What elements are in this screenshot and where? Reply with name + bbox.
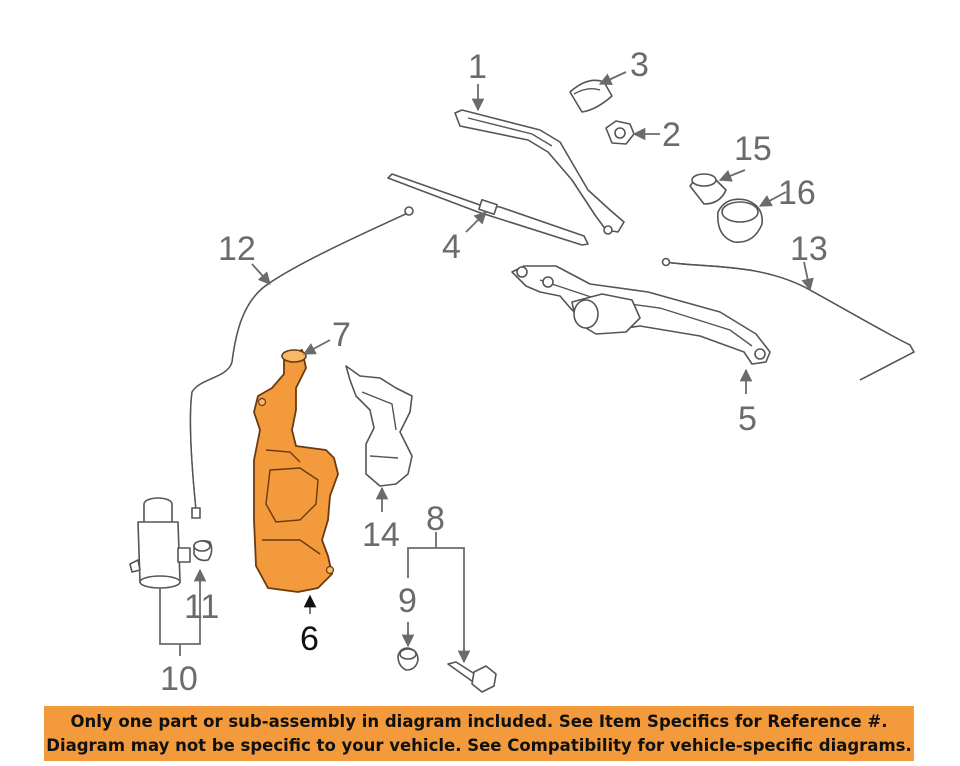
parts-diagram: 1 2 3 4 5 6 7 8 9 10 11 12 13 14 15 16: [129, 46, 915, 698]
callout-9: 9: [398, 582, 417, 620]
callout-13: 13: [790, 230, 828, 268]
callout-7: 7: [332, 316, 351, 354]
disclaimer-line-2: Diagram may not be specific to your vehi…: [46, 735, 912, 755]
callout-6: 6: [300, 620, 319, 658]
reservoir-bracket: [345, 365, 413, 487]
wiper-arm: [454, 109, 625, 235]
disclaimer-line-1: Only one part or sub-assembly in diagram…: [70, 711, 888, 731]
wiper-motor-linkage: [511, 265, 771, 365]
callout-3: 3: [630, 46, 649, 84]
callout-11: 11: [184, 588, 219, 626]
callout-5: 5: [738, 400, 757, 438]
mounting-bolt: [447, 661, 497, 693]
washer-hose-front: [189, 206, 414, 519]
disclaimer-banner: Only one part or sub-assembly in diagram…: [44, 706, 914, 761]
pivot-cap: [689, 173, 727, 205]
callout-1: 1: [468, 48, 487, 86]
callout-2: 2: [662, 116, 681, 154]
callout-4: 4: [442, 228, 461, 266]
arm-cap: [569, 79, 613, 113]
callout-14: 14: [362, 516, 400, 554]
callout-12: 12: [218, 230, 256, 268]
washer-pump: [129, 497, 191, 589]
wiper-blade: [387, 173, 589, 246]
callout-15: 15: [734, 130, 772, 168]
callout-16: 16: [778, 174, 816, 212]
callout-10: 10: [160, 660, 198, 698]
pump-grommet: [193, 539, 213, 562]
arm-nut: [605, 120, 635, 145]
callout-leaders: [159, 71, 814, 664]
mounting-nut: [397, 647, 419, 671]
washer-reservoir: [253, 349, 339, 593]
callout-8: 8: [426, 500, 445, 538]
grommet: [717, 198, 763, 243]
